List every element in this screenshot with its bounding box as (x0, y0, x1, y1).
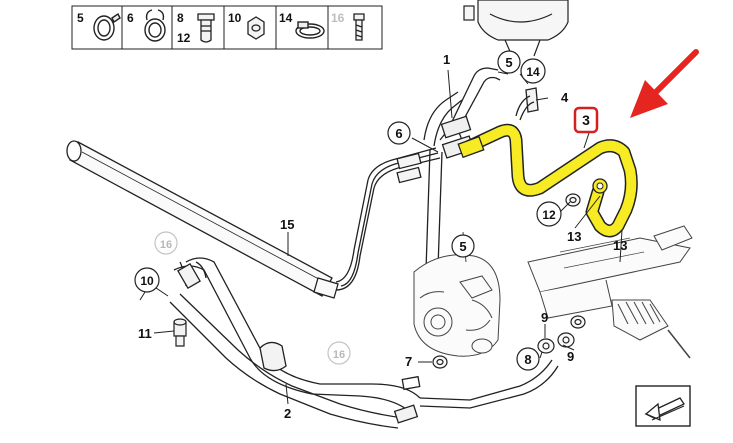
legend-label-14: 14 (279, 11, 293, 25)
legend-label-5: 5 (77, 11, 84, 25)
callout-11: 11 (138, 326, 152, 341)
callout-12-circle: 12 (542, 208, 556, 222)
oil-cooler (66, 140, 339, 299)
steering-pump (413, 254, 501, 357)
callout-13-right: 13 (613, 238, 627, 253)
callouts: 1 5 14 4 3 6 12 13 13 15 5 16 10 11 (134, 50, 627, 421)
return-hose (423, 67, 501, 159)
legend-label-8: 8 (177, 11, 184, 25)
power-steering-reservoir (463, 0, 569, 57)
callout-10: 10 (140, 274, 154, 288)
callout-9-upper: 9 (541, 310, 548, 325)
callout-16-upper: 16 (160, 239, 172, 251)
hex-nut-icon (247, 16, 265, 40)
legend-table: 5 6 8 12 10 14 (71, 5, 383, 50)
legend-label-16: 16 (331, 11, 345, 25)
callout-9-lower: 9 (567, 349, 574, 364)
bolt-icon (353, 13, 365, 41)
callout-13-left: 13 (567, 229, 581, 244)
callout-5-top: 5 (505, 55, 512, 70)
callout-8: 8 (524, 352, 531, 367)
callout-7: 7 (405, 354, 412, 369)
hose-clamp-icon (93, 12, 121, 41)
callout-5-mid: 5 (459, 239, 466, 254)
washer-7 (432, 355, 448, 369)
legend-label-10: 10 (228, 11, 242, 25)
callout-15: 15 (280, 217, 294, 232)
steering-rack (527, 225, 693, 359)
callout-2: 2 (284, 406, 291, 421)
legend-label-6: 6 (127, 11, 134, 25)
highlight-frame (573, 106, 599, 134)
callout-3: 3 (582, 112, 590, 128)
worm-clamp-icon (295, 21, 325, 39)
callout-14: 14 (526, 65, 540, 79)
feed-hose (515, 87, 539, 121)
lower-hose-assembly (169, 257, 559, 429)
callout-6: 6 (395, 126, 402, 141)
callout-1: 1 (443, 52, 450, 67)
spring-clamp-icon (144, 9, 166, 42)
banjo-fitting-lower (537, 315, 586, 354)
banjo-bolt-icon (197, 13, 215, 43)
callout-4: 4 (561, 90, 569, 105)
highlighted-pressure-line (457, 123, 638, 238)
red-pointer-arrow (630, 49, 699, 118)
cooler-pipes (335, 147, 441, 291)
callout-16-lower: 16 (333, 349, 345, 361)
legend-label-12: 12 (177, 31, 191, 45)
pressure-switch (173, 318, 187, 347)
view-direction-icon (635, 385, 691, 427)
